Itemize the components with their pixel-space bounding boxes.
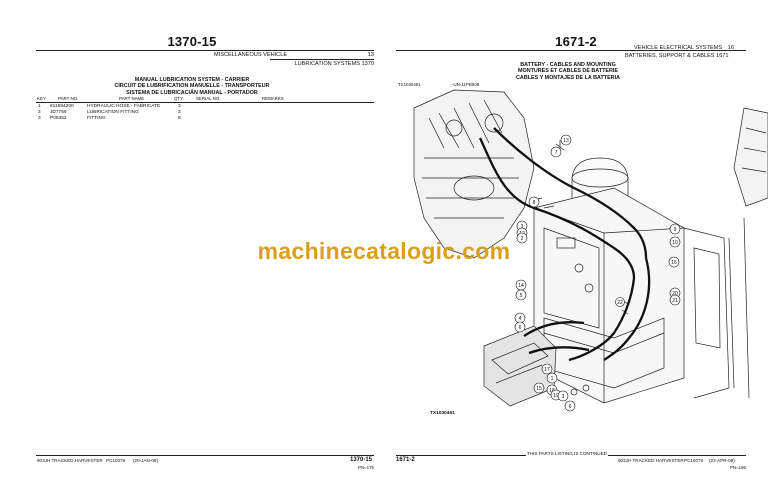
- section-group: VEHICLE ELECTRICAL SYSTEMS: [634, 45, 723, 51]
- svg-text:2: 2: [521, 236, 524, 242]
- column-header-key: KEY: [37, 96, 46, 101]
- footer-model: 903JH TRACKED HARVESTER: [618, 458, 684, 463]
- callout-21: 21: [669, 294, 681, 306]
- callout-10: 10: [669, 236, 681, 248]
- footer-date: (22-APR-08): [709, 458, 735, 463]
- caption-line-en: MANUAL LUBRICATION SYSTEM - CARRIER: [134, 77, 250, 83]
- section-rule: [270, 59, 374, 60]
- caption-line-es: SISTEMA DE LUBRICACIÁN MANUAL - PORTADOR: [126, 89, 258, 96]
- footer-catalog: PC10076: [106, 458, 126, 463]
- callout-4: 4: [514, 312, 526, 324]
- figure-caption: BATTERY - CABLES AND MOUNTING MONTURES E…: [376, 62, 760, 81]
- footer-rule: [36, 455, 374, 456]
- row-qty: 6: [178, 116, 181, 121]
- left-page-title: 1370-15: [167, 34, 217, 49]
- section-group: MISCELLANEOUS VEHICLE: [214, 52, 288, 58]
- header-rule: [396, 50, 746, 51]
- svg-text:16: 16: [671, 260, 677, 266]
- right-page: 1671-2 VEHICLE ELECTRICAL SYSTEMS 16 BAT…: [384, 0, 768, 497]
- callout-1: 1: [546, 372, 558, 384]
- row-part-name: LUBRICATION FITTING: [87, 110, 139, 115]
- callout-13: 13: [560, 134, 572, 146]
- footer-date: (29-JAN-08): [133, 458, 159, 463]
- section-group-number: 13: [367, 52, 374, 58]
- svg-text:3: 3: [521, 224, 524, 230]
- svg-text:1: 1: [551, 376, 554, 382]
- figure-tag: -UN-11FEB08: [452, 82, 480, 87]
- svg-text:20: 20: [672, 291, 678, 297]
- callout-6b: 6: [564, 400, 576, 412]
- footer-page-ref: 1370-15: [350, 457, 373, 463]
- row-part-name: HYDRAULIC HOSE - FABRICATE: [87, 104, 161, 109]
- left-page: 1370-15 MISCELLANEOUS VEHICLE 13 LUBRICA…: [0, 34, 384, 470]
- section-title: LUBRICATION SYSTEMS 1370: [294, 61, 374, 67]
- svg-text:8: 8: [533, 200, 536, 206]
- footer-sub-ref: PN=186: [730, 465, 746, 470]
- svg-text:5: 5: [520, 293, 523, 299]
- column-header-serial-no: SERIAL NO.: [196, 96, 221, 101]
- callout-17: 17: [541, 363, 553, 375]
- footer-page-ref: 1671-2: [396, 457, 415, 463]
- section-title: BATTERIES, SUPPORT & CABLES 1671: [625, 53, 729, 59]
- svg-text:3: 3: [562, 394, 565, 400]
- row-qty: 3: [178, 110, 181, 115]
- section-group-number: 16: [727, 45, 734, 51]
- svg-text:14: 14: [518, 283, 524, 289]
- row-key: 3: [38, 116, 41, 121]
- svg-text:15: 15: [536, 386, 542, 392]
- caption-line-fr: CIRCUIT DE LUBRIFICATION MANUELLE - TRAN…: [114, 83, 270, 90]
- row-part-no: JD7759: [50, 110, 67, 115]
- row-part-no: P05352: [50, 116, 67, 121]
- watermark: machinecatalogic.com: [257, 238, 511, 264]
- callout-6: 6: [514, 321, 526, 333]
- column-header-part-no: PART NO.: [58, 96, 79, 101]
- row-qty: 3: [178, 104, 181, 109]
- figure-id-bottom: TX1030461: [430, 411, 455, 416]
- svg-text:17: 17: [544, 367, 550, 373]
- svg-text:22: 22: [617, 300, 623, 306]
- right-page-title: 1671-2: [555, 34, 597, 49]
- table-rule: [36, 102, 374, 103]
- column-header-remarks: REMARKS: [262, 96, 284, 101]
- callout-16: 16: [668, 256, 680, 268]
- svg-text:18: 18: [549, 388, 555, 394]
- svg-text:4: 4: [519, 316, 522, 322]
- section-group-line: MISCELLANEOUS VEHICLE 13: [214, 52, 374, 60]
- svg-text:9: 9: [674, 227, 677, 233]
- caption-line-en: BATTERY - CABLES AND MOUNTING: [520, 62, 616, 68]
- callout-9: 9: [669, 223, 681, 235]
- callout-3b: 3: [557, 390, 569, 402]
- svg-text:21: 21: [672, 298, 678, 304]
- row-part-no: 811684200: [50, 104, 74, 109]
- caption-line-es: CABLES Y MONTAJES DE LA BATTERIA: [516, 74, 620, 81]
- footer-model: 903JH TRACKED HARVESTER: [37, 458, 103, 463]
- callout-8: 8: [528, 196, 540, 208]
- row-key: 2: [38, 110, 41, 115]
- svg-text:6: 6: [519, 325, 522, 331]
- figure-caption: MANUAL LUBRICATION SYSTEM - CARRIER CIRC…: [0, 77, 384, 96]
- callout-14: 14: [515, 279, 527, 291]
- row-part-name: FITTING: [87, 116, 106, 121]
- column-header-part-name: PART NAME: [119, 96, 145, 101]
- svg-text:13: 13: [563, 138, 569, 144]
- callout-22: 22: [615, 297, 625, 307]
- section-group-line: VEHICLE ELECTRICAL SYSTEMS 16: [634, 45, 734, 53]
- svg-text:7: 7: [555, 150, 558, 156]
- continued-notice: THIS PARTS LISTING IS CONTINUED: [526, 451, 608, 456]
- header-rule: [36, 50, 374, 51]
- figure-ref: TX1030461: [398, 82, 421, 87]
- svg-text:6: 6: [569, 404, 572, 410]
- caption-line-fr: MONTURES ET CABLES DE BATTERIE: [518, 68, 618, 75]
- footer-sub-ref: PN=175: [358, 465, 374, 470]
- battery-assembly-illustration: 13 7 8 9 3 12 2 10 16 14 5 20 22 21 4 6 …: [413, 89, 768, 412]
- row-key: 1: [38, 104, 41, 109]
- column-header-qty: QTY.: [174, 96, 184, 101]
- svg-text:10: 10: [672, 240, 678, 246]
- svg-text:19: 19: [553, 393, 559, 399]
- callout-7: 7: [550, 146, 562, 158]
- callout-2: 2: [516, 232, 528, 244]
- footer-catalog: PC10076: [684, 458, 704, 463]
- callout-5: 5: [515, 289, 527, 301]
- callout-15: 15: [533, 382, 545, 394]
